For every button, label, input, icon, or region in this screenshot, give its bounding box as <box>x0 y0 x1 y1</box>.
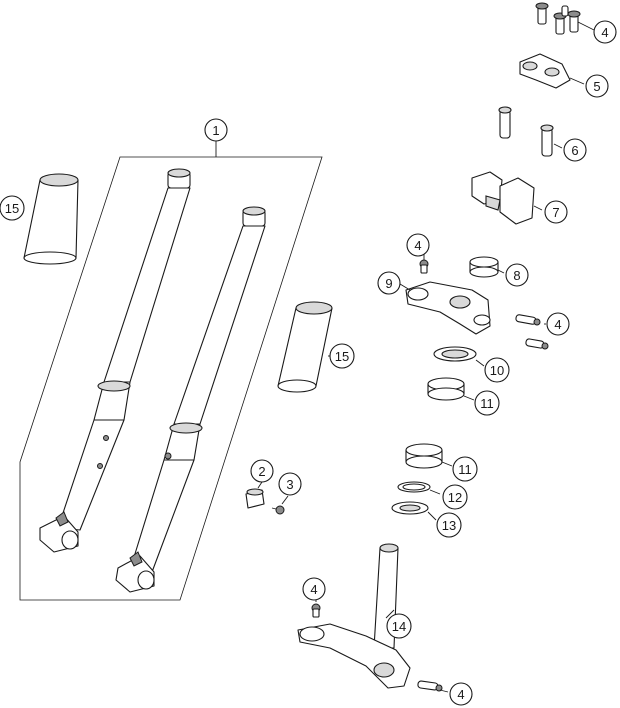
seal-part-13 <box>391 501 429 515</box>
callout-4-upper-clamp: 4 <box>406 233 430 257</box>
callout-4-side: 4 <box>546 312 570 336</box>
callout-6-label: 6 <box>571 143 578 158</box>
bearing-part-10 <box>433 346 477 362</box>
clamp-part-2 <box>245 488 265 509</box>
callout-9-label: 9 <box>385 276 392 291</box>
fork-leg-right <box>115 206 266 593</box>
bolt-lower-clamp <box>311 603 321 618</box>
callout-1-label: 1 <box>212 123 219 138</box>
bearing-part-11-upper <box>427 377 465 401</box>
callout-4-upper-clamp-label: 4 <box>414 238 421 253</box>
callout-10: 10 <box>484 357 510 383</box>
callout-15-right-label: 15 <box>335 349 349 364</box>
callout-4-side-label: 4 <box>554 317 561 332</box>
ring-part-12 <box>397 481 431 493</box>
fork-assembly-frame <box>19 156 323 601</box>
callout-14-label: 14 <box>392 619 406 634</box>
callout-7: 7 <box>544 200 568 224</box>
callout-11-lower-label: 11 <box>458 462 472 477</box>
callout-11-upper: 11 <box>474 390 500 416</box>
callout-4-top-label: 4 <box>601 25 608 40</box>
callout-15-left: 15 <box>0 195 25 221</box>
bearing-part-11-lower <box>405 443 443 469</box>
callout-4-top: 4 <box>593 20 617 44</box>
side-bolts-upper <box>515 314 549 350</box>
screw-part-3 <box>271 505 285 515</box>
callout-11-lower: 11 <box>452 456 478 482</box>
upper-triple-clamp <box>405 281 491 335</box>
callout-3: 3 <box>278 472 302 496</box>
callout-13: 13 <box>436 512 462 538</box>
callout-14: 14 <box>386 613 412 639</box>
clamp-part-5 <box>519 53 571 89</box>
top-bolts <box>535 2 581 35</box>
callout-2-label: 2 <box>258 464 265 479</box>
callout-4-bottom-label: 4 <box>457 687 464 702</box>
seal-part-8 <box>469 256 499 278</box>
callout-12: 12 <box>442 484 468 510</box>
callout-15-right: 15 <box>329 343 355 369</box>
callout-2: 2 <box>250 459 274 483</box>
callout-7-label: 7 <box>552 205 559 220</box>
fork-leg-left <box>39 168 191 553</box>
fork-sleeve-right <box>277 301 333 393</box>
callout-9: 9 <box>377 271 401 295</box>
callout-8-label: 8 <box>513 268 520 283</box>
callout-4-bottom: 4 <box>449 682 473 706</box>
bolts-part-6 <box>498 106 554 157</box>
callout-5-label: 5 <box>593 79 600 94</box>
callout-11-upper-label: 11 <box>480 396 494 411</box>
callout-15-left-label: 15 <box>5 201 19 216</box>
side-bolt-lower <box>417 680 443 692</box>
callout-13-label: 13 <box>442 518 456 533</box>
clamp-part-7 <box>471 171 535 225</box>
callout-4-lower-clamp-label: 4 <box>310 582 317 597</box>
callout-5: 5 <box>585 74 609 98</box>
callout-1: 1 <box>204 118 228 142</box>
callout-12-label: 12 <box>448 490 462 505</box>
leader-lines <box>257 21 595 693</box>
callout-8: 8 <box>505 263 529 287</box>
fork-sleeve-left <box>23 173 79 265</box>
callout-6: 6 <box>563 138 587 162</box>
callout-10-label: 10 <box>490 363 504 378</box>
bolt-upper-clamp <box>419 259 429 274</box>
callout-3-label: 3 <box>286 477 293 492</box>
callout-4-lower-clamp: 4 <box>302 577 326 601</box>
